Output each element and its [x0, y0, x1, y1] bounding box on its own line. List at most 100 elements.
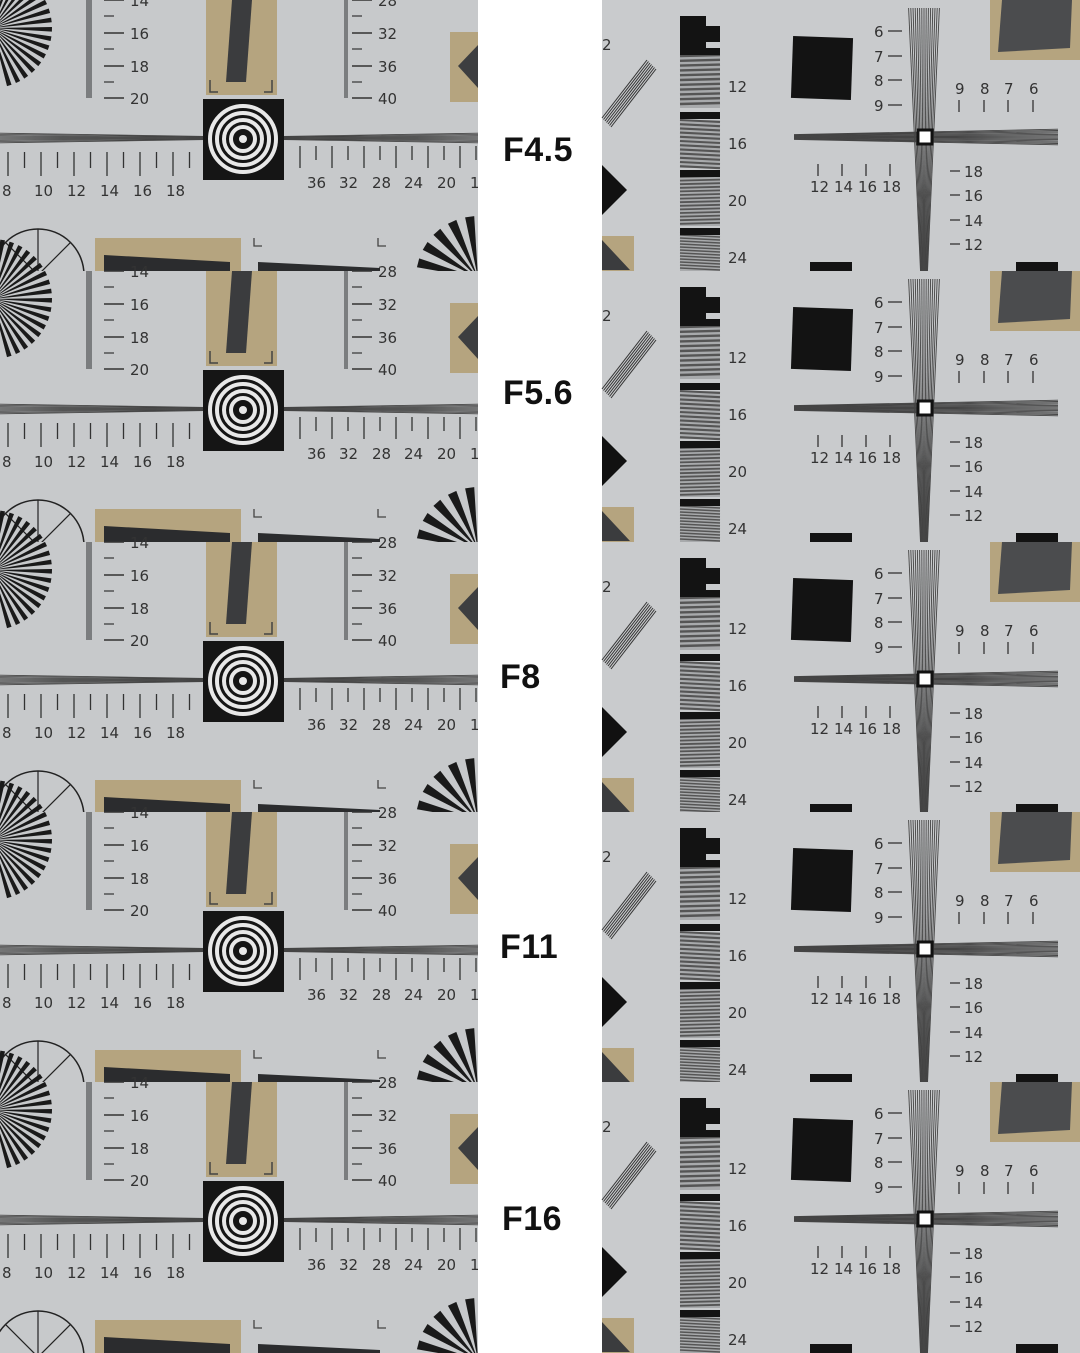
svg-text:20: 20 [130, 902, 149, 920]
svg-text:8: 8 [874, 884, 884, 902]
svg-text:20: 20 [437, 1256, 456, 1274]
svg-text:6: 6 [1029, 622, 1039, 640]
svg-text:6: 6 [874, 565, 884, 583]
svg-text:36: 36 [378, 329, 397, 347]
svg-text:20: 20 [728, 734, 747, 752]
svg-text:12: 12 [728, 78, 747, 96]
svg-text:9: 9 [874, 639, 884, 657]
svg-text:18: 18 [882, 449, 901, 467]
svg-text:14: 14 [130, 0, 149, 10]
svg-text:1: 1 [470, 716, 480, 734]
svg-text:8: 8 [2, 724, 12, 742]
label-column: F16 [478, 1082, 602, 1353]
svg-text:28: 28 [378, 263, 397, 281]
svg-text:20: 20 [130, 632, 149, 650]
svg-text:32: 32 [378, 1107, 397, 1125]
svg-text:7: 7 [874, 590, 884, 608]
svg-text:16: 16 [964, 1269, 983, 1287]
svg-text:32: 32 [378, 837, 397, 855]
svg-text:16: 16 [133, 453, 152, 471]
svg-text:12: 12 [810, 990, 829, 1008]
svg-text:24: 24 [404, 445, 423, 463]
svg-text:40: 40 [378, 632, 397, 650]
svg-text:28: 28 [372, 445, 391, 463]
svg-text:7: 7 [874, 1130, 884, 1148]
svg-text:9: 9 [874, 368, 884, 386]
svg-text:6: 6 [874, 835, 884, 853]
svg-text:16: 16 [133, 724, 152, 742]
svg-text:14: 14 [100, 994, 119, 1012]
svg-text:18: 18 [130, 58, 149, 76]
svg-text:7: 7 [1004, 892, 1014, 910]
svg-text:16: 16 [858, 1260, 877, 1278]
aperture-label: F4.5 [503, 131, 574, 169]
svg-text:8: 8 [874, 614, 884, 632]
svg-text:10: 10 [34, 724, 53, 742]
svg-text:8: 8 [874, 1154, 884, 1172]
svg-text:8: 8 [2, 1264, 12, 1282]
svg-text:9: 9 [955, 892, 965, 910]
svg-text:12: 12 [964, 1318, 983, 1336]
svg-text:32: 32 [378, 25, 397, 43]
svg-text:6: 6 [1029, 80, 1039, 98]
svg-text:10: 10 [34, 994, 53, 1012]
svg-text:18: 18 [166, 1264, 185, 1282]
svg-text:36: 36 [378, 1140, 397, 1158]
svg-text:7: 7 [874, 319, 884, 337]
svg-text:32: 32 [378, 567, 397, 585]
svg-text:14: 14 [834, 449, 853, 467]
svg-text:1: 1 [470, 174, 480, 192]
svg-text:9: 9 [955, 1162, 965, 1180]
svg-text:14: 14 [130, 534, 149, 552]
svg-text:40: 40 [378, 361, 397, 379]
svg-text:18: 18 [166, 994, 185, 1012]
svg-text:12: 12 [728, 349, 747, 367]
svg-text:36: 36 [307, 174, 326, 192]
svg-text:7: 7 [1004, 351, 1014, 369]
svg-text:32: 32 [378, 296, 397, 314]
svg-text:16: 16 [964, 458, 983, 476]
svg-text:16: 16 [133, 1264, 152, 1282]
svg-text:36: 36 [378, 870, 397, 888]
svg-text:14: 14 [130, 804, 149, 822]
svg-text:7: 7 [1004, 622, 1014, 640]
svg-text:12: 12 [67, 1264, 86, 1282]
svg-text:8: 8 [980, 622, 990, 640]
svg-text:20: 20 [728, 463, 747, 481]
svg-text:6: 6 [1029, 892, 1039, 910]
svg-text:28: 28 [372, 1256, 391, 1274]
label-column: F8 [478, 542, 602, 812]
svg-text:16: 16 [133, 994, 152, 1012]
svg-text:18: 18 [130, 1140, 149, 1158]
svg-text:32: 32 [339, 445, 358, 463]
svg-text:24: 24 [728, 249, 747, 267]
svg-text:12: 12 [964, 236, 983, 254]
svg-text:14: 14 [130, 1074, 149, 1092]
svg-text:9: 9 [955, 80, 965, 98]
svg-text:10: 10 [34, 453, 53, 471]
svg-text:18: 18 [964, 975, 983, 993]
svg-text:12: 12 [810, 449, 829, 467]
svg-text:18: 18 [964, 163, 983, 181]
svg-text:18: 18 [130, 600, 149, 618]
svg-text:20: 20 [130, 1172, 149, 1190]
svg-text:14: 14 [100, 453, 119, 471]
svg-text:6: 6 [874, 294, 884, 312]
svg-text:16: 16 [133, 182, 152, 200]
svg-text:16: 16 [130, 837, 149, 855]
svg-text:2: 2 [602, 36, 612, 54]
svg-text:6: 6 [874, 1105, 884, 1123]
svg-text:24: 24 [404, 1256, 423, 1274]
svg-text:14: 14 [964, 1294, 983, 1312]
svg-text:12: 12 [67, 182, 86, 200]
aperture-label: F8 [500, 658, 541, 696]
label-column: F4.5 [478, 0, 602, 271]
svg-text:16: 16 [858, 990, 877, 1008]
svg-text:12: 12 [67, 724, 86, 742]
svg-text:14: 14 [100, 724, 119, 742]
